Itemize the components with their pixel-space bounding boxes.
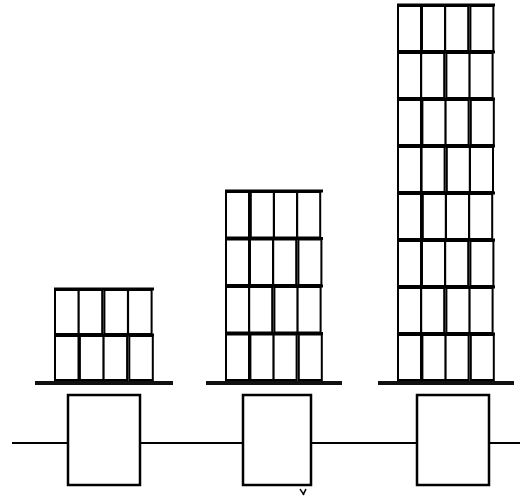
- brick: [274, 335, 297, 381]
- brick: [274, 287, 297, 333]
- brick: [80, 336, 104, 380]
- brick: [398, 241, 421, 286]
- brick: [79, 290, 103, 334]
- brick: [446, 53, 469, 98]
- brick-stacks: [35, 5, 514, 385]
- brick: [398, 194, 421, 239]
- brick: [422, 147, 445, 192]
- brick: [471, 100, 494, 145]
- brick: [251, 192, 274, 238]
- brick: [129, 336, 153, 380]
- brick: [250, 240, 273, 286]
- brick: [398, 335, 421, 380]
- brick: [128, 290, 152, 334]
- brick: [469, 194, 492, 239]
- brick: [398, 100, 421, 145]
- brick: [470, 147, 493, 192]
- brick: [297, 192, 320, 238]
- brick: [226, 192, 249, 238]
- brick: [446, 335, 469, 380]
- line-box-3: [417, 395, 489, 485]
- brick: [422, 6, 445, 51]
- boxes-on-line: [68, 395, 489, 485]
- brick: [422, 335, 445, 380]
- brick: [398, 6, 421, 51]
- brick: [446, 194, 469, 239]
- brick: [470, 288, 493, 333]
- brick: [226, 240, 249, 286]
- brick: [446, 288, 469, 333]
- brick: [421, 53, 444, 98]
- brick: [398, 53, 421, 98]
- brick: [398, 288, 421, 333]
- brick: [470, 53, 493, 98]
- brick: [250, 335, 273, 381]
- stack-ground: [35, 381, 173, 385]
- line-box-2: [243, 395, 311, 485]
- line-box-1: [68, 395, 140, 485]
- brick: [470, 241, 493, 286]
- brick: [274, 192, 297, 238]
- brick: [298, 287, 321, 333]
- stack-ground: [206, 381, 342, 385]
- brick: [422, 241, 445, 286]
- brick: [471, 335, 494, 380]
- brick: [298, 240, 321, 286]
- stack-ground: [378, 381, 514, 385]
- brick: [104, 336, 128, 380]
- brick: [445, 241, 468, 286]
- brick: [249, 287, 272, 333]
- brick: [421, 288, 444, 333]
- brick-stack-3: [378, 5, 514, 385]
- brick: [226, 287, 249, 333]
- brick: [55, 336, 79, 380]
- small-mark: [300, 489, 306, 495]
- brick: [299, 335, 322, 381]
- brick: [446, 100, 469, 145]
- brick: [55, 290, 79, 334]
- brick: [423, 194, 446, 239]
- brick-stack-1: [35, 289, 173, 385]
- brick: [273, 240, 296, 286]
- brick: [447, 147, 470, 192]
- brick: [445, 6, 468, 51]
- brick: [104, 290, 128, 334]
- brick: [470, 6, 493, 51]
- brick: [422, 100, 445, 145]
- brick: [398, 147, 421, 192]
- brick-stack-2: [206, 191, 342, 385]
- brick: [226, 335, 249, 381]
